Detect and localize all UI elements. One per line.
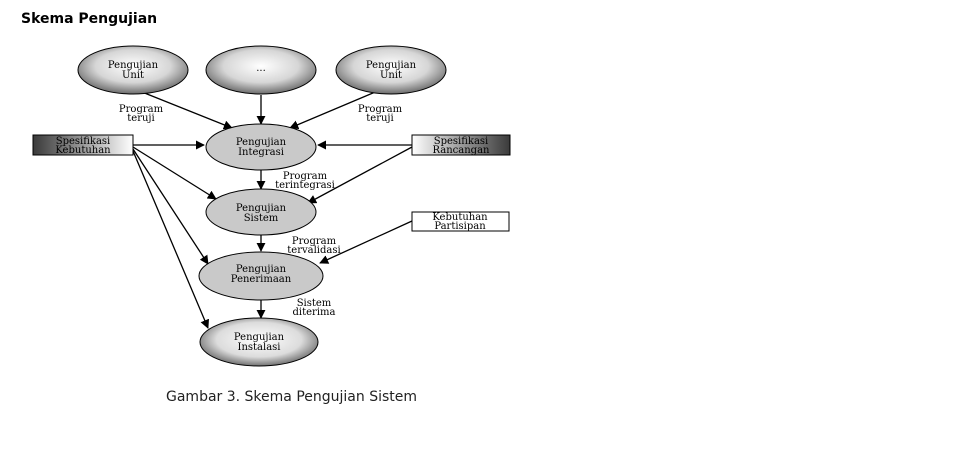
- label-program-terintegrasi-line2: terintegrasi: [275, 180, 335, 191]
- node-penerimaan-line2: Penerimaan: [231, 274, 292, 285]
- node-unit-right-line2: Unit: [380, 70, 402, 81]
- node-sistem-line2: Sistem: [244, 213, 279, 224]
- node-unit-left-line2: Unit: [122, 70, 144, 81]
- label-program-teruji-left-line1: Program: [119, 104, 164, 115]
- node-unit-left: Pengujian Unit: [77, 45, 189, 95]
- edge-spek-rancangan-to-sistem: [307, 146, 413, 204]
- page-heading: Skema Pengujian: [21, 11, 158, 27]
- edge-spek-kebutuhan-to-instalasi: [132, 150, 209, 329]
- node-instalasi-line2: Instalasi: [238, 342, 281, 353]
- edge-spek-kebutuhan-to-penerimaan: [132, 148, 209, 265]
- edge-kebutuhan-partisipan-to-penerimaan: [319, 220, 413, 264]
- label-sistem-diterima: Sistem diterima: [293, 298, 336, 318]
- label-program-teruji-right-line1: Program: [358, 104, 403, 115]
- label-program-tervalidasi-line2: tervalidasi: [287, 245, 340, 256]
- node-penerimaan: Pengujian Penerimaan: [198, 251, 324, 301]
- label-program-teruji-right: Program teruji: [358, 104, 403, 124]
- label-program-teruji-left-line2: teruji: [127, 113, 154, 124]
- box-spesifikasi-rancangan-line2: Rancangan: [433, 145, 491, 156]
- node-integrasi: Pengujian Integrasi: [205, 123, 317, 171]
- label-program-terintegrasi-line1: Program: [283, 171, 328, 182]
- box-kebutuhan-partisipan-line1: Kebutuhan: [432, 212, 488, 223]
- label-program-tervalidasi-line1: Program: [292, 236, 337, 247]
- label-sistem-diterima-line1: Sistem: [297, 298, 332, 309]
- box-kebutuhan-partisipan: Kebutuhan Partisipan: [411, 211, 510, 232]
- node-unit-left-line1: Pengujian: [108, 60, 159, 71]
- box-spesifikasi-kebutuhan: Spesifikasi Kebutuhan: [32, 134, 134, 156]
- box-spesifikasi-kebutuhan-line2: Kebutuhan: [55, 145, 111, 156]
- box-spesifikasi-rancangan-line1: Spesifikasi: [434, 136, 489, 147]
- edge-unit-right-to-integrasi: [289, 89, 381, 130]
- box-spesifikasi-kebutuhan-line1: Spesifikasi: [56, 136, 111, 147]
- edge-unit-left-to-integrasi: [136, 89, 233, 130]
- node-instalasi-line1: Pengujian: [234, 332, 285, 343]
- figure-caption: Gambar 3. Skema Pengujian Sistem: [166, 389, 418, 405]
- label-program-teruji-right-line2: teruji: [366, 113, 393, 124]
- label-sistem-diterima-line2: diterima: [293, 307, 336, 318]
- label-program-tervalidasi: Program tervalidasi: [287, 236, 340, 256]
- node-unit-right-line1: Pengujian: [366, 60, 417, 71]
- box-spesifikasi-rancangan: Spesifikasi Rancangan: [411, 134, 511, 156]
- node-instalasi: Pengujian Instalasi: [199, 317, 319, 367]
- node-integrasi-line2: Integrasi: [238, 147, 284, 158]
- label-program-teruji-left: Program teruji: [119, 104, 164, 124]
- node-sistem-line1: Pengujian: [236, 203, 287, 214]
- node-integrasi-line1: Pengujian: [236, 137, 287, 148]
- edge-spek-kebutuhan-to-sistem: [132, 146, 217, 200]
- node-sistem: Pengujian Sistem: [205, 188, 317, 236]
- node-penerimaan-line1: Pengujian: [236, 264, 287, 275]
- node-ellipsis-label: ...: [256, 63, 266, 74]
- node-ellipsis: ...: [205, 45, 317, 95]
- node-unit-right: Pengujian Unit: [335, 45, 447, 95]
- edges: [132, 89, 413, 329]
- label-program-terintegrasi: Program terintegrasi: [275, 171, 335, 191]
- box-kebutuhan-partisipan-line2: Partisipan: [434, 221, 486, 232]
